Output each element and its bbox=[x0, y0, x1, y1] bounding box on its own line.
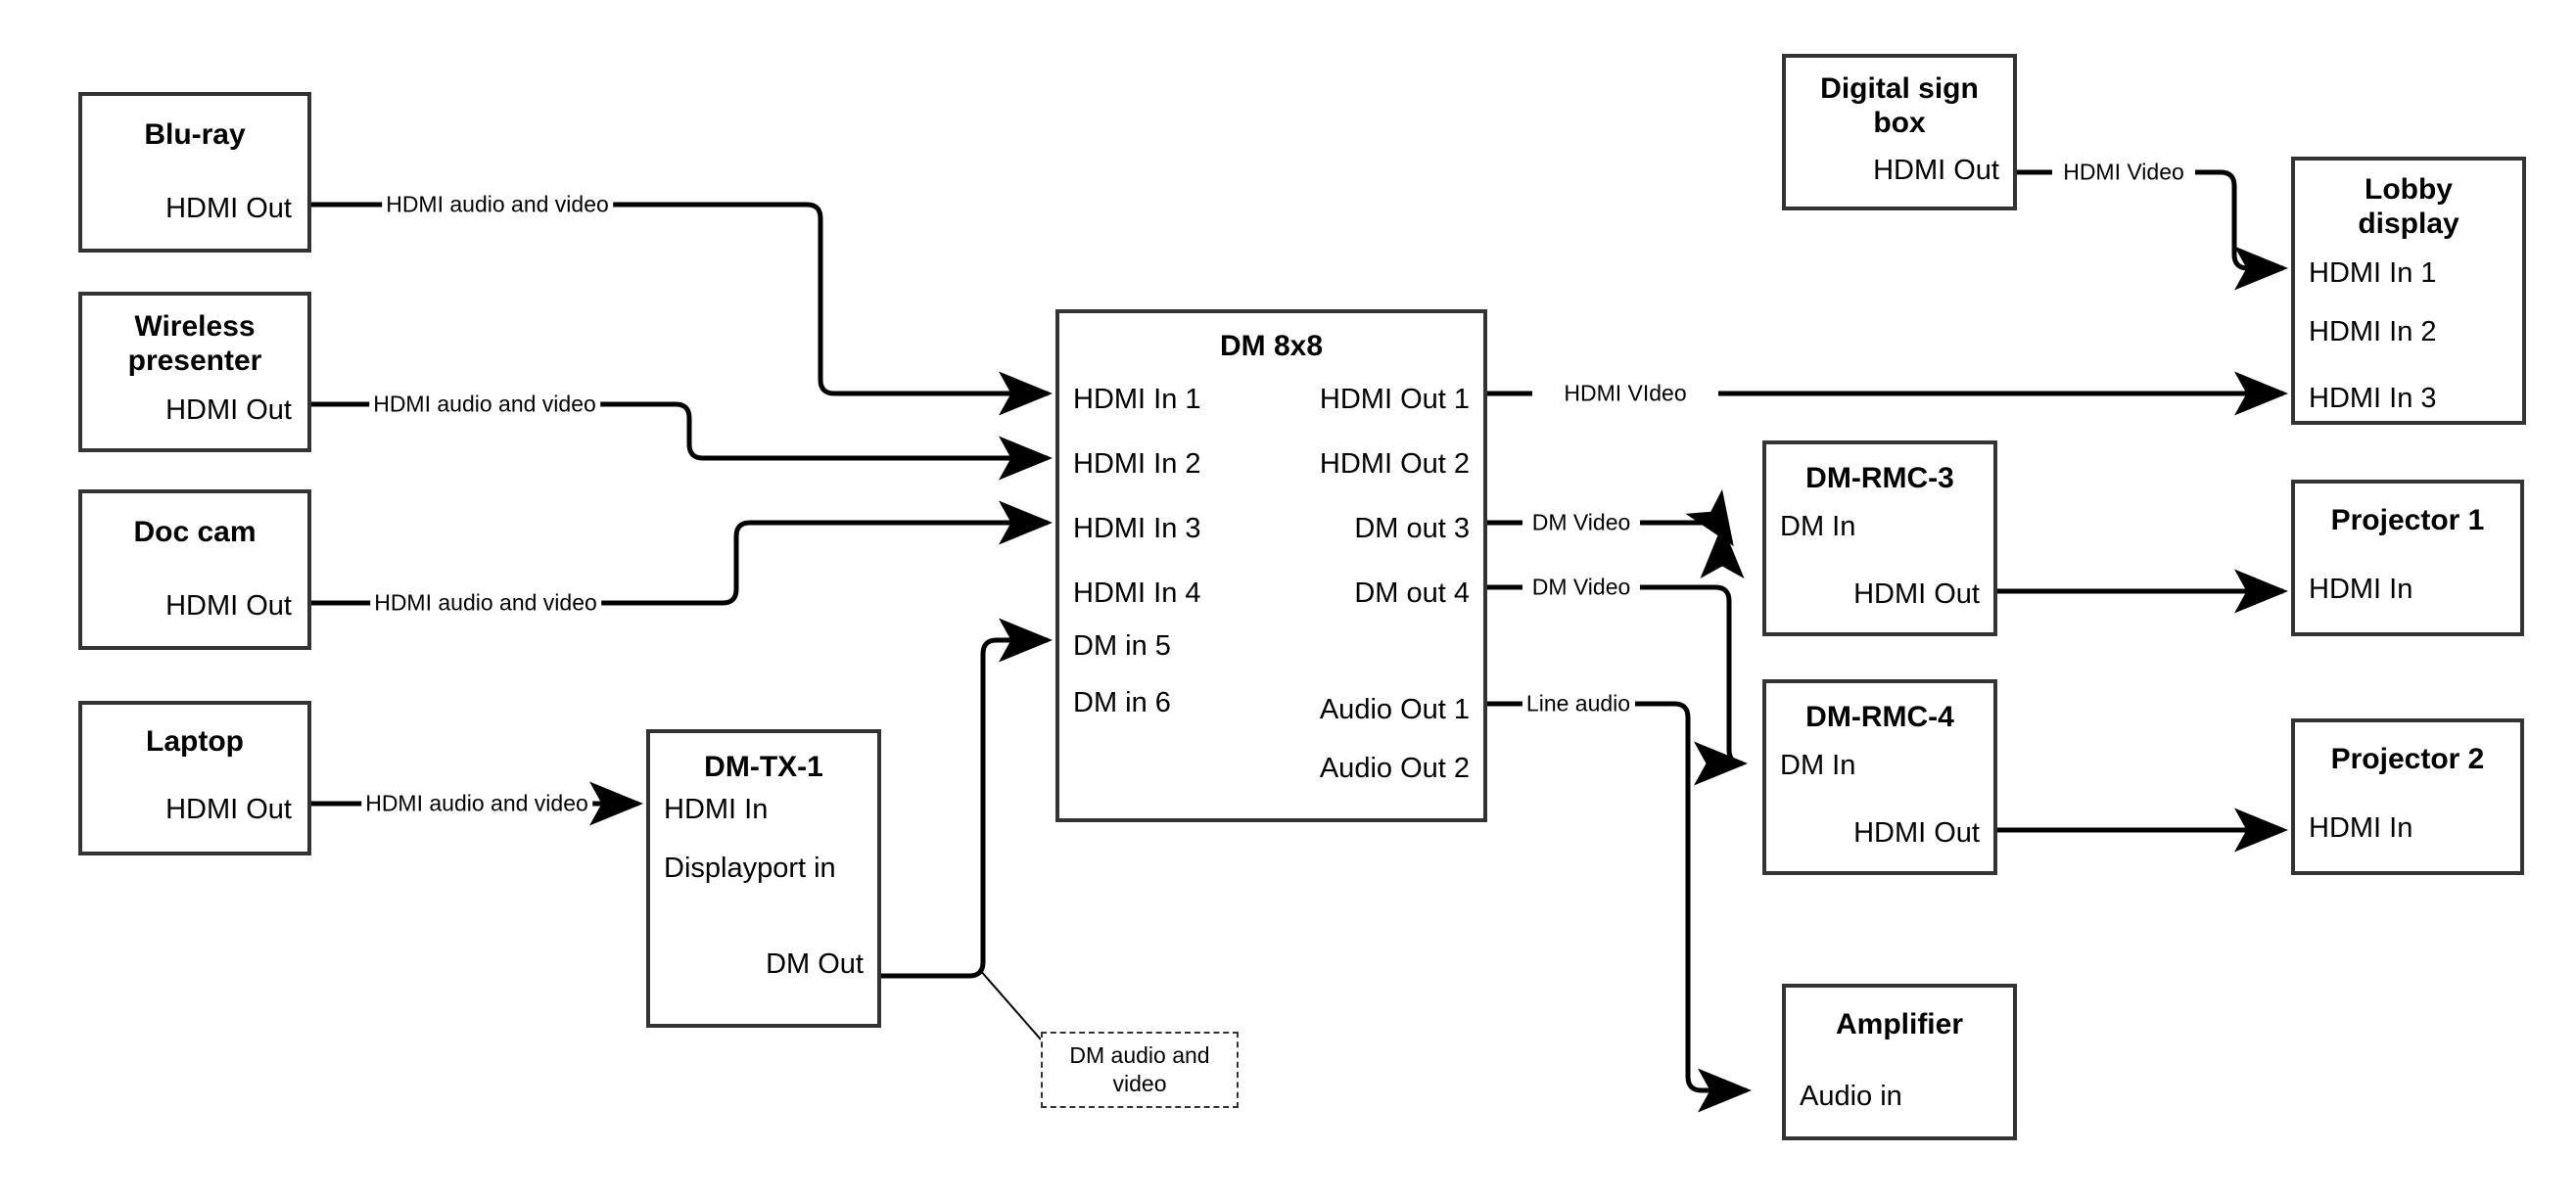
node-dm-8x8-port-hdmi-in-4: HDMI In 4 bbox=[1073, 577, 1201, 609]
node-doc-cam[interactable]: Doc cam HDMI Out bbox=[78, 489, 311, 650]
node-wireless-presenter-title-line1: Wireless bbox=[134, 310, 256, 343]
wire-dm8x8-to-dmrmc3-bend bbox=[1640, 488, 1734, 547]
node-dm-8x8[interactable]: DM 8x8 HDMI In 1 HDMI In 2 HDMI In 3 HDM… bbox=[1055, 309, 1487, 822]
node-projector-1[interactable]: Projector 1 HDMI In bbox=[2291, 480, 2524, 636]
node-dm-tx-1-title: DM-TX-1 bbox=[704, 751, 823, 783]
node-dm-rmc-4-title: DM-RMC-4 bbox=[1805, 701, 1954, 733]
wire-label-doccam-to-dm8x8: HDMI audio and video bbox=[370, 589, 601, 617]
node-dm-8x8-port-audio-out-1: Audio Out 1 bbox=[1319, 694, 1470, 725]
node-dm-8x8-port-dm-in-5: DM in 5 bbox=[1073, 630, 1171, 662]
node-lobby-display-title-line1: Lobby bbox=[2365, 173, 2453, 206]
node-dm-8x8-port-hdmi-in-2: HDMI In 2 bbox=[1073, 448, 1201, 480]
node-lobby-display-port-hdmi-in-3: HDMI In 3 bbox=[2309, 383, 2437, 414]
node-dm-8x8-port-hdmi-out-1: HDMI Out 1 bbox=[1319, 384, 1470, 415]
node-lobby-display-port-hdmi-in-2: HDMI In 2 bbox=[2309, 316, 2437, 347]
node-amplifier-title: Amplifier bbox=[1835, 1008, 1964, 1040]
node-lobby-display[interactable]: Lobby display HDMI In 1 HDMI In 2 HDMI I… bbox=[2291, 157, 2526, 425]
node-dm-8x8-title: DM 8x8 bbox=[1219, 330, 1324, 362]
node-dm-tx-1-port-displayport-in: Displayport in bbox=[664, 853, 836, 884]
node-dm-8x8-port-audio-out-2: Audio Out 2 bbox=[1319, 753, 1470, 784]
wire-label-dm8x8-hdmi-out-1: HDMI VIdeo bbox=[1560, 380, 1691, 407]
node-projector-1-port-hdmi-in: HDMI In bbox=[2309, 574, 2413, 605]
node-digital-sign-box-title-line1: Digital sign bbox=[1820, 72, 1979, 105]
node-dm-tx-1[interactable]: DM-TX-1 HDMI In Displayport in DM Out bbox=[646, 729, 881, 1028]
node-digital-sign-box-title-line2: box bbox=[1873, 107, 1926, 139]
wire-label-dm8x8-audio-out-1: Line audio bbox=[1522, 690, 1635, 717]
node-dm-rmc-4-port-hdmi-out: HDMI Out bbox=[1853, 817, 1980, 849]
node-dm-tx-1-port-hdmi-in: HDMI In bbox=[664, 794, 769, 825]
wire-label-dm8x8-dm-out-4: DM Video bbox=[1527, 574, 1635, 601]
wire-label-laptop-to-dmtx1: HDMI audio and video bbox=[361, 790, 592, 817]
node-wireless-presenter-port-hdmi-out: HDMI Out bbox=[165, 394, 292, 426]
node-digital-sign-box-port-hdmi-out: HDMI Out bbox=[1873, 155, 1999, 186]
wire-label-sign-to-lobby: HDMI Video bbox=[2059, 159, 2188, 186]
wire-label-bluray-to-dm8x8: HDMI audio and video bbox=[382, 191, 613, 218]
node-doc-cam-port-hdmi-out: HDMI Out bbox=[165, 590, 292, 622]
node-laptop-title: Laptop bbox=[146, 725, 244, 758]
node-dm-8x8-port-hdmi-in-3: HDMI In 3 bbox=[1073, 513, 1201, 544]
node-dm-rmc-3-port-dm-in: DM In bbox=[1780, 511, 1856, 542]
node-dm-tx-1-port-dm-out: DM Out bbox=[766, 948, 864, 980]
node-amplifier-port-audio-in: Audio in bbox=[1800, 1081, 1902, 1112]
node-dm-rmc-3[interactable]: DM-RMC-3 DM In HDMI Out bbox=[1762, 440, 1997, 636]
node-digital-sign-box[interactable]: Digital sign box HDMI Out bbox=[1782, 54, 2017, 210]
node-bluray-title: Blu-ray bbox=[144, 118, 246, 151]
node-wireless-presenter[interactable]: Wireless presenter HDMI Out bbox=[78, 292, 311, 452]
node-dm-8x8-port-hdmi-in-1: HDMI In 1 bbox=[1073, 384, 1201, 415]
wire-bluray-to-dm8x8 bbox=[311, 202, 1053, 416]
node-doc-cam-title: Doc cam bbox=[133, 516, 257, 548]
node-dm-8x8-port-hdmi-out-2: HDMI Out 2 bbox=[1319, 448, 1470, 480]
callout-leader-line bbox=[978, 968, 1042, 1040]
callout-dm-audio-and-video-label: DM audio and video bbox=[1069, 1042, 1210, 1096]
node-lobby-display-title-line2: display bbox=[2358, 208, 2459, 240]
node-projector-1-title: Projector 1 bbox=[2330, 504, 2485, 536]
node-dm-rmc-3-port-hdmi-out: HDMI Out bbox=[1853, 578, 1980, 610]
wire-label-wireless-to-dm8x8: HDMI audio and video bbox=[369, 391, 600, 418]
node-dm-rmc-4-port-dm-in: DM In bbox=[1780, 750, 1856, 781]
node-dm-rmc-4[interactable]: DM-RMC-4 DM In HDMI Out bbox=[1762, 679, 1997, 875]
node-dm-8x8-port-dm-out-4: DM out 4 bbox=[1354, 577, 1470, 609]
wire-dmtx1-to-dm8x8 bbox=[881, 618, 1053, 979]
node-dm-8x8-port-dm-out-3: DM out 3 bbox=[1354, 513, 1470, 544]
node-projector-2[interactable]: Projector 2 HDMI In bbox=[2291, 718, 2524, 875]
wire-dm8x8-to-dmrmc4 bbox=[1487, 584, 1743, 763]
node-lobby-display-port-hdmi-in-1: HDMI In 1 bbox=[2309, 257, 2437, 289]
node-bluray[interactable]: Blu-ray HDMI Out bbox=[78, 92, 311, 253]
node-amplifier[interactable]: Amplifier Audio in bbox=[1782, 984, 2017, 1140]
node-wireless-presenter-title-line2: presenter bbox=[127, 345, 262, 377]
wire-dm8x8-to-amplifier bbox=[1487, 701, 1747, 1090]
callout-dm-audio-and-video: DM audio and video bbox=[1041, 1032, 1239, 1108]
node-laptop-port-hdmi-out: HDMI Out bbox=[165, 794, 292, 825]
wire-label-dm8x8-dm-out-3: DM Video bbox=[1527, 509, 1635, 536]
node-dm-8x8-port-dm-in-6: DM in 6 bbox=[1073, 687, 1171, 718]
wire-sign-to-lobby bbox=[2017, 169, 2283, 268]
node-bluray-port-hdmi-out: HDMI Out bbox=[165, 193, 292, 224]
node-laptop[interactable]: Laptop HDMI Out bbox=[78, 701, 311, 855]
node-dm-rmc-3-title: DM-RMC-3 bbox=[1805, 462, 1954, 494]
node-projector-2-title: Projector 2 bbox=[2330, 743, 2485, 775]
node-projector-2-port-hdmi-in: HDMI In bbox=[2309, 812, 2413, 844]
